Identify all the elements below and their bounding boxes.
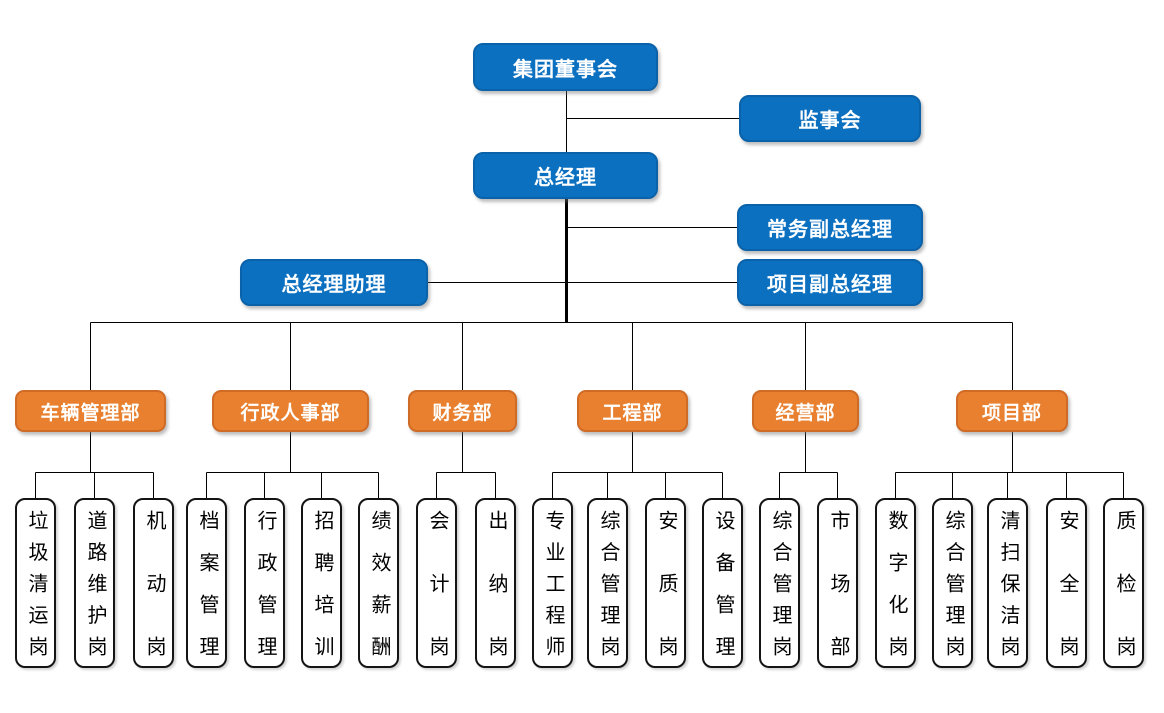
pos-market: 市场部 [817,498,858,668]
pos-recruit-training: 招聘培训 [301,498,342,668]
dept-finance: 财务部 [408,390,517,432]
pos-road-maintenance: 道路维护岗 [74,498,115,668]
pos-label: 专业工程师 [542,510,564,656]
node-label: 常务副总经理 [767,219,893,241]
node-label: 项目副总经理 [767,274,893,296]
pos-archives-mgmt: 档案管理 [186,498,227,668]
pos-garbage-clearing: 垃圾清运岗 [15,498,56,668]
pos-safety-quality: 安质岗 [645,498,686,668]
pos-label: 安全岗 [1056,510,1078,656]
pos-accounting: 会计岗 [416,498,457,668]
pos-equipment-mgmt: 设备管理 [702,498,743,668]
node-label: 集团董事会 [513,58,618,81]
dept-label: 车辆管理部 [40,402,141,424]
pos-sweeping-cleaning: 清扫保洁岗 [987,498,1028,668]
pos-label: 安质岗 [655,510,677,656]
dept-engineering: 工程部 [577,390,688,432]
dept-vehicle-management: 车辆管理部 [15,390,166,432]
node-executive-deputy-gm: 常务副总经理 [737,204,923,251]
pos-mobile-duty: 机动岗 [133,498,174,668]
pos-cashier: 出纳岗 [475,498,516,668]
pos-label: 综合管理岗 [942,510,964,656]
pos-professional-engineer: 专业工程师 [532,498,573,668]
node-label: 总经理助理 [281,274,387,296]
pos-label: 行政管理 [254,510,276,656]
pos-label: 垃圾清运岗 [25,510,47,656]
dept-label: 行政人事部 [240,402,341,424]
node-general-manager: 总经理 [473,152,658,199]
dept-label: 项目部 [981,402,1042,424]
pos-label: 出纳岗 [485,510,507,656]
pos-general-mgmt-operations: 综合管理岗 [759,498,800,668]
dept-label: 工程部 [602,402,663,424]
dept-admin-hr: 行政人事部 [212,390,369,432]
dept-label: 财务部 [432,402,493,424]
pos-label: 道路维护岗 [84,510,106,656]
node-label: 监事会 [798,110,862,132]
dept-project: 项目部 [956,390,1068,432]
pos-label: 清扫保洁岗 [997,510,1019,656]
node-supervisory-board: 监事会 [739,95,921,142]
pos-label: 数字化岗 [885,510,907,656]
dept-label: 经营部 [775,402,836,424]
pos-quality-inspection: 质检岗 [1103,498,1144,668]
pos-label: 综合管理岗 [597,510,619,656]
pos-performance-pay: 绩效薪酬 [358,498,399,668]
pos-label: 质检岗 [1113,510,1135,656]
dept-operations: 经营部 [752,390,859,432]
pos-digitalization: 数字化岗 [875,498,916,668]
pos-label: 绩效薪酬 [368,510,390,656]
pos-label: 市场部 [827,510,849,656]
node-project-deputy-gm: 项目副总经理 [737,259,923,306]
pos-label: 档案管理 [196,510,218,656]
node-group-board: 集团董事会 [473,43,658,91]
node-gm-assistant: 总经理助理 [240,259,428,306]
pos-label: 设备管理 [712,510,734,656]
pos-label: 综合管理岗 [769,510,791,656]
pos-label: 招聘培训 [311,510,333,656]
pos-label: 会计岗 [426,510,448,656]
pos-general-mgmt-project: 综合管理岗 [932,498,973,668]
node-label: 总经理 [534,167,597,189]
pos-label: 机动岗 [143,510,165,656]
pos-general-mgmt-engineering: 综合管理岗 [587,498,628,668]
pos-safety: 安全岗 [1046,498,1087,668]
pos-admin-mgmt: 行政管理 [244,498,285,668]
